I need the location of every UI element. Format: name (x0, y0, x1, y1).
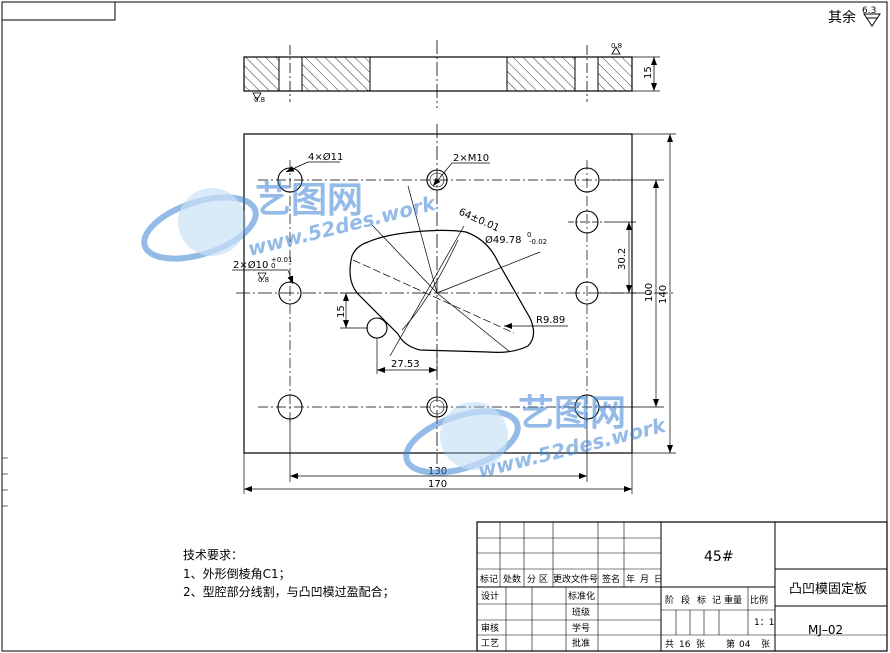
stage-1: 段 (681, 594, 690, 606)
rev-h-0: 标记 (480, 573, 498, 585)
standardize-label: 标准化 (568, 590, 595, 602)
label-dia-49-tol2: -0.02 (529, 238, 547, 246)
label-pin-rough: 0.8 (258, 276, 269, 284)
notes-title: 技术要求： (183, 548, 244, 562)
cavity-outline (349, 229, 535, 353)
label-4-holes: 4×Ø11 (308, 151, 343, 163)
roughness-value: 6.3 (862, 6, 876, 16)
approve-label: 批准 (572, 637, 590, 649)
total-prefix: 共 (665, 639, 674, 650)
process-label: 工艺 (481, 638, 499, 649)
material: 45# (704, 549, 734, 565)
label-30-2: 30.2 (617, 248, 628, 270)
rev-h-4: 签名 (602, 573, 620, 585)
corner-box (1, 1, 116, 21)
student-no-label: 学号 (572, 622, 590, 634)
rev-h-2: 分 区 (527, 574, 548, 585)
rev-h-5: 年 (626, 573, 635, 585)
design-label: 设计 (481, 590, 499, 602)
pin-hole (575, 281, 599, 305)
roughness-bottom: 0.8 (254, 96, 265, 104)
stage-0: 阶 (665, 594, 674, 606)
rev-h-6: 月 (640, 574, 649, 585)
section-view: 15 0.8 0.8 (243, 40, 660, 108)
sheet-prefix: 第 (726, 638, 735, 650)
class-label: 班级 (572, 606, 590, 618)
rev-h-7: 日 (654, 574, 663, 585)
stage-2: 标 (697, 594, 706, 606)
sheet-unit-1: 张 (696, 639, 705, 650)
scale-label: 比例 (750, 594, 768, 606)
label-dia-49-tol: 0 (527, 231, 531, 239)
tapped-hole (426, 169, 448, 191)
label-pin: 2×Ø10 (233, 259, 268, 271)
label-r9: R9.89 (536, 315, 565, 326)
label-15: 15 (336, 305, 347, 318)
label-100: 100 (644, 283, 655, 302)
watermark-brand: 艺图网 (518, 393, 626, 434)
scale-value: 1：1 (754, 618, 774, 628)
label-27-53: 27.53 (391, 359, 420, 370)
review-label: 审核 (481, 622, 499, 634)
pin-hole (575, 210, 599, 234)
label-140: 140 (658, 285, 669, 304)
tapped-hole (426, 396, 448, 418)
total-sheets: 16 (679, 640, 691, 650)
part-name: 凸凹模固定板 (789, 582, 867, 597)
plan-view: 4×Ø11 2×M10 64±0.01 Ø49.78 0 -0.02 2×Ø10… (232, 124, 676, 494)
watermark-brand: 艺图网 (255, 180, 363, 221)
roughness-note: 其余 6.3 (828, 6, 881, 27)
label-170: 170 (428, 479, 447, 490)
rev-h-1: 处数 (503, 573, 521, 585)
edge-ticks (2, 457, 8, 507)
label-pin-tol: +0.01 (271, 256, 292, 264)
sheet-no: 04 (739, 640, 751, 650)
watermark: 艺图网 www.52des.work (403, 393, 669, 483)
label-64: 64±0.01 (457, 207, 501, 235)
label-dia-49: Ø49.78 (485, 234, 522, 246)
roughness-top: 0.8 (611, 42, 622, 50)
note-item-2: 2、型腔部分线割，与凸凹模过盈配合； (183, 585, 395, 599)
hole (574, 167, 600, 193)
plate-outline (243, 133, 633, 454)
label-pin-tol2: 0 (271, 262, 275, 270)
roughness-prefix: 其余 (828, 9, 856, 26)
note-item-1: 1、外形倒棱角C1； (183, 567, 291, 581)
stage-3: 记 (712, 595, 721, 606)
rev-h-3: 更改文件号 (553, 573, 598, 585)
label-tapped: 2×M10 (453, 153, 489, 164)
sheet-unit-2: 张 (761, 639, 770, 650)
thickness-label: 15 (643, 66, 654, 79)
drawing-no: MJ–02 (808, 623, 843, 637)
small-hole (366, 317, 388, 339)
title-block: 45# 凸凹模固定板 MJ–02 标记 处数 分 区 更改文件号 签名 年 月 … (476, 521, 888, 652)
stage-4: 重量 (724, 594, 742, 606)
